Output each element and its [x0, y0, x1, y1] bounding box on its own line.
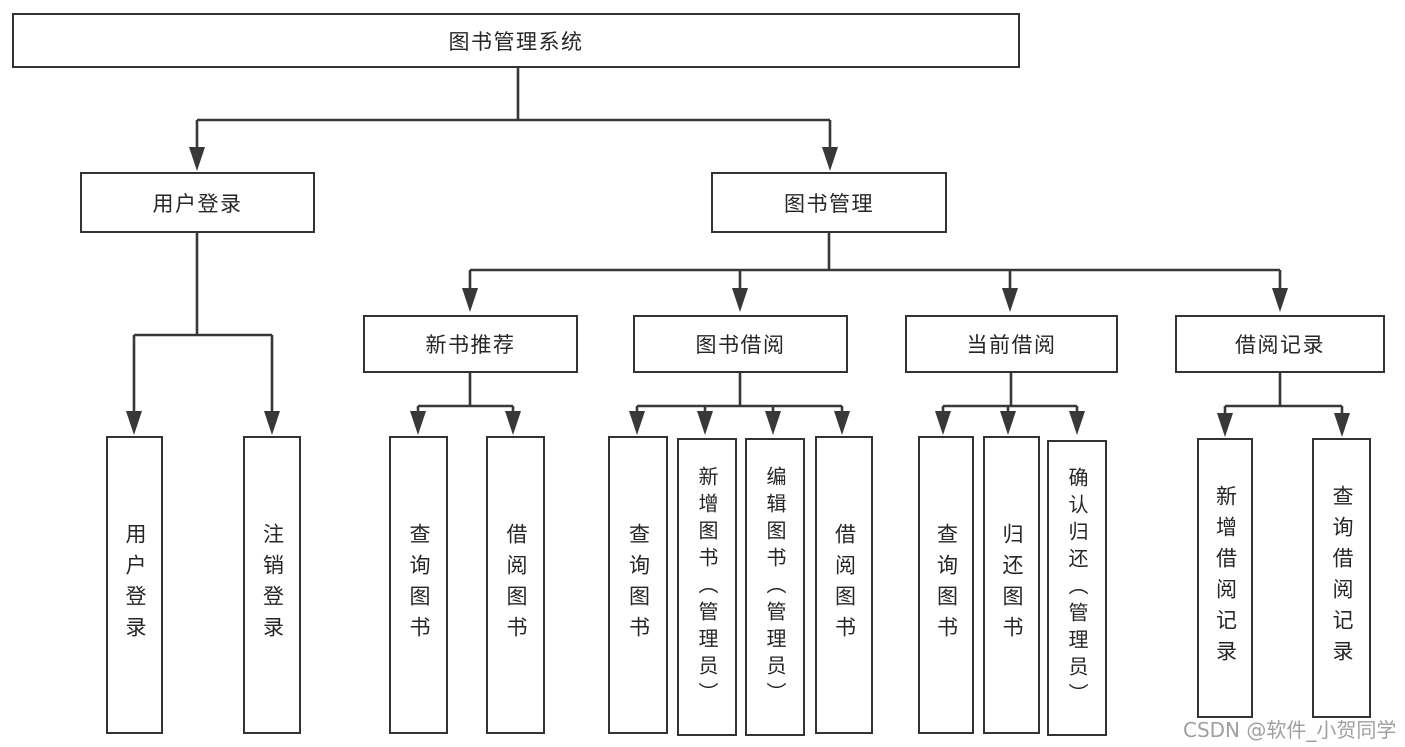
leaf-records-add-record: 新增借阅记录 [1197, 438, 1253, 718]
leaf-user-login-label: 用户登录 [123, 523, 147, 647]
arrowhead [697, 411, 713, 435]
arrowhead [935, 411, 951, 435]
node-new-book-recommend: 新书推荐 [363, 315, 578, 373]
leaf-recommend-query-books-label: 查询图书 [407, 523, 431, 647]
arrowhead [264, 411, 280, 435]
connector-book-borrow-split [635, 373, 844, 414]
connector-current-borrow-split [941, 373, 1079, 414]
node-new-book-recommend-label: 新书推荐 [425, 333, 516, 357]
arrowhead [126, 411, 142, 435]
arrowhead [822, 147, 838, 171]
node-user-login-label: 用户登录 [152, 191, 243, 216]
arrowhead [629, 411, 645, 435]
leaf-borrow-query-books-label: 查询图书 [626, 523, 651, 647]
leaf-logout: 注销登录 [243, 436, 301, 734]
leaf-borrow-edit-books-admin-label: 编辑图书（管理员） [763, 465, 787, 709]
node-current-borrow: 当前借阅 [905, 315, 1118, 373]
arrowhead [765, 411, 781, 435]
leaf-current-confirm-return-admin-label: 确认归还（管理员） [1065, 466, 1089, 710]
watermark-text: CSDN @软件_小贺同学 [1183, 718, 1397, 742]
node-root: 图书管理系统 [12, 13, 1020, 68]
leaf-current-return-books-label: 归还图书 [1000, 523, 1024, 647]
node-book-management: 图书管理 [711, 172, 947, 233]
connector-root-split [195, 68, 832, 150]
leaf-borrow-add-books-admin-label: 新增图书（管理员） [695, 465, 719, 709]
arrowhead [1217, 413, 1233, 437]
connector-user-login-split [132, 233, 274, 414]
node-user-login: 用户登录 [80, 172, 315, 233]
arrowhead [732, 288, 748, 312]
connector-borrow-records-split [1223, 373, 1344, 416]
leaf-borrow-add-books-admin: 新增图书（管理员） [677, 438, 737, 736]
leaf-records-query-record-label: 查询借阅记录 [1330, 485, 1354, 671]
leaf-borrow-edit-books-admin: 编辑图书（管理员） [745, 438, 805, 736]
node-borrow-records: 借阅记录 [1175, 315, 1385, 373]
arrowhead [505, 411, 521, 435]
arrowhead [410, 411, 426, 435]
leaf-records-add-record-label: 新增借阅记录 [1213, 485, 1238, 671]
node-current-borrow-label: 当前借阅 [966, 333, 1057, 357]
arrowhead [1000, 411, 1016, 435]
leaf-borrow-query-books: 查询图书 [608, 436, 668, 734]
arrowhead [1272, 288, 1288, 312]
node-root-label: 图书管理系统 [448, 29, 584, 54]
leaf-current-query-books: 查询图书 [918, 436, 974, 734]
node-book-borrow: 图书借阅 [633, 315, 848, 373]
leaf-borrow-borrow-books: 借阅图书 [815, 436, 873, 734]
arrowhead [1334, 413, 1350, 437]
node-borrow-records-label: 借阅记录 [1235, 333, 1325, 357]
node-book-borrow-label: 图书借阅 [695, 333, 786, 357]
node-book-management-label: 图书管理 [784, 191, 874, 216]
connector-book-mgmt-split [468, 233, 1282, 290]
leaf-recommend-borrow-books-label: 借阅图书 [504, 523, 528, 647]
arrowhead [1069, 411, 1085, 435]
leaf-current-confirm-return-admin: 确认归还（管理员） [1047, 440, 1107, 736]
arrowhead [834, 411, 850, 435]
arrowhead [462, 288, 478, 312]
arrowhead [1002, 288, 1018, 312]
leaf-current-query-books-label: 查询图书 [934, 523, 959, 647]
leaf-logout-label: 注销登录 [260, 523, 285, 647]
leaf-user-login: 用户登录 [106, 436, 163, 734]
arrowhead [189, 147, 205, 171]
connector-new-books-split [416, 373, 515, 414]
leaf-borrow-borrow-books-label: 借阅图书 [832, 523, 857, 647]
leaf-recommend-borrow-books: 借阅图书 [486, 436, 545, 734]
leaf-current-return-books: 归还图书 [983, 436, 1040, 734]
leaf-recommend-query-books: 查询图书 [389, 436, 448, 734]
leaf-records-query-record: 查询借阅记录 [1312, 438, 1371, 718]
